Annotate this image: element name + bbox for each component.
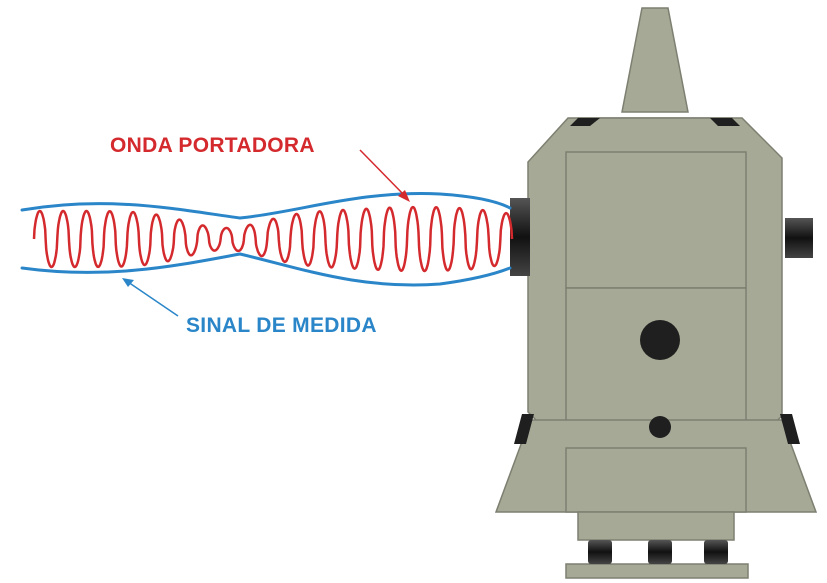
measurement-signal-envelope [20, 192, 512, 287]
signal-arrow-line [127, 281, 179, 317]
small-knob [649, 416, 671, 438]
instrument-tribrach [577, 511, 735, 541]
carrier-wave [32, 205, 514, 273]
foot-screw-right [704, 540, 728, 564]
focus-knob [640, 320, 680, 360]
left-clamp [514, 414, 534, 444]
side-knob [785, 218, 813, 258]
measurement-signal-label: SINAL DE MEDIDA [186, 314, 377, 337]
carrier-arrow-line [359, 149, 406, 197]
eyepiece-lens [510, 198, 530, 276]
carrier-arrowhead [398, 190, 410, 202]
carrier-wave-label: ONDA PORTADORA [110, 134, 315, 157]
annotation-arrows [122, 149, 410, 317]
cap-right-accent [710, 118, 740, 126]
foot-screw-left [588, 540, 612, 564]
instrument-footplate [565, 563, 749, 579]
instrument-sight [621, 7, 689, 113]
right-clamp [780, 414, 800, 444]
instrument-base-panel [565, 447, 747, 513]
instrument-dark-parts [510, 118, 813, 564]
envelope-lower [20, 252, 512, 287]
envelope-upper [20, 192, 512, 220]
cap-left-accent [570, 118, 600, 126]
total-station-icon [494, 7, 818, 579]
instrument-front-panel [565, 151, 747, 289]
signal-arrowhead [122, 278, 134, 287]
foot-screw-center [648, 540, 672, 564]
